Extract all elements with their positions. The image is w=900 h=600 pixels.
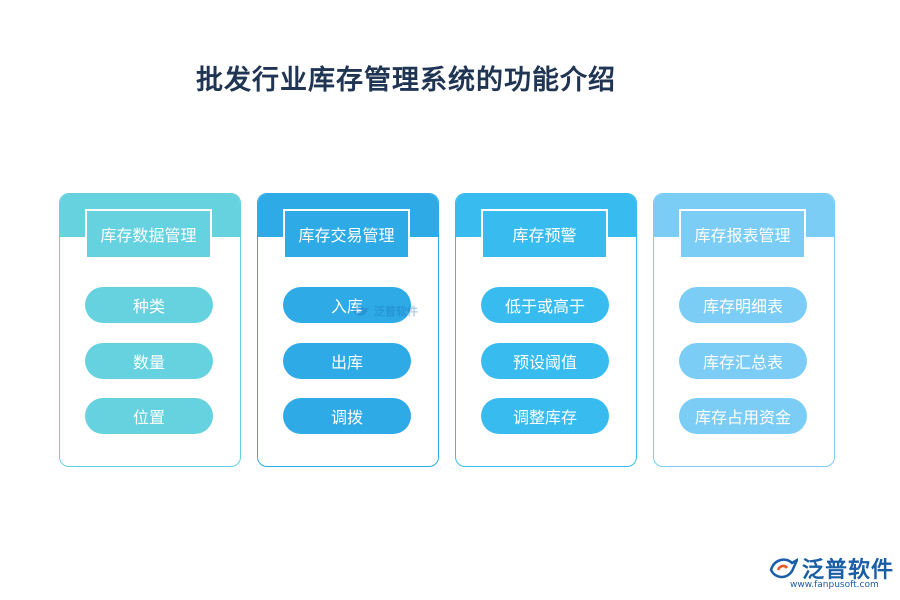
item-pill: 预设阈值 (481, 343, 609, 379)
item-pill: 库存汇总表 (679, 343, 807, 379)
item-pill: 调拨 (283, 398, 411, 434)
card-header: 库存预警 (481, 209, 608, 259)
logo-text: 泛普软件 (802, 558, 895, 583)
item-pill: 种类 (85, 287, 213, 323)
card-inventory-data: 库存数据管理 种类 数量 位置 (59, 193, 241, 467)
card-inventory-report: 库存报表管理 库存明细表 库存汇总表 库存占用资金 (653, 193, 835, 467)
card-inventory-warning: 库存预警 低于或高于 预设阈值 调整库存 (455, 193, 637, 467)
item-pill: 调整库存 (481, 398, 609, 434)
item-pill: 数量 (85, 343, 213, 379)
card-header: 库存交易管理 (283, 209, 410, 259)
fanpu-logo-icon (769, 557, 798, 579)
item-pill: 库存明细表 (679, 287, 807, 323)
item-pill: 位置 (85, 398, 213, 434)
card-header: 库存数据管理 (85, 209, 212, 259)
logo-url: www.fanpusoft.com (790, 580, 879, 590)
item-pill: 出库 (283, 343, 411, 379)
card-inventory-transaction: 库存交易管理 入库 出库 调拨 (257, 193, 439, 467)
item-pill: 入库 (283, 287, 411, 323)
item-pill: 低于或高于 (481, 287, 609, 323)
page-title: 批发行业库存管理系统的功能介绍 (196, 65, 616, 96)
card-header: 库存报表管理 (679, 209, 806, 259)
company-logo: 泛普软件 (768, 552, 894, 584)
item-pill: 库存占用资金 (679, 398, 807, 434)
